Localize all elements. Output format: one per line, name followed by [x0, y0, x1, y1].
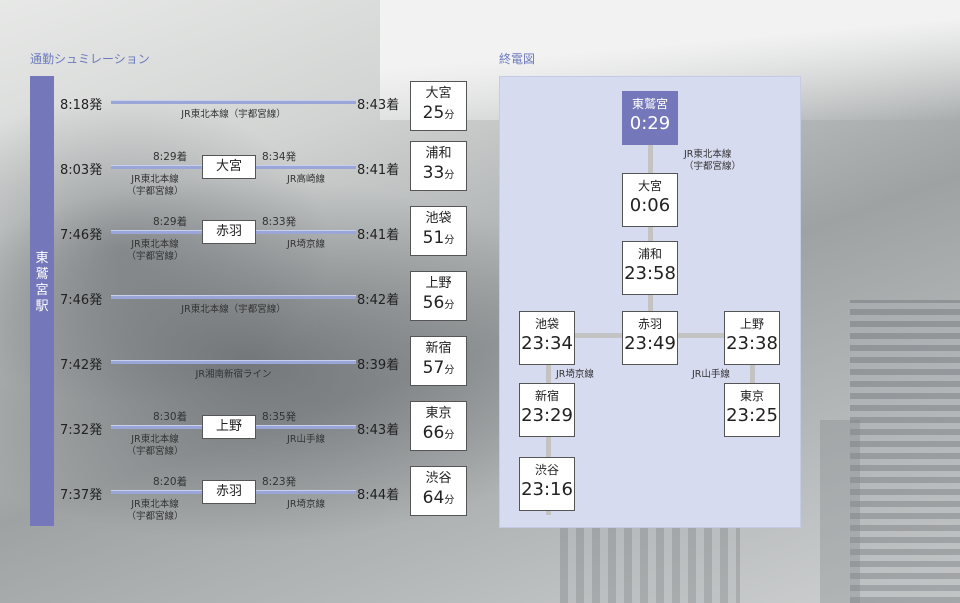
arrival-time: 8:43着 [357, 423, 400, 438]
transfer-departure-time: 8:33発 [262, 216, 297, 228]
route-line [256, 490, 356, 494]
route-row: 8:18発 JR東北本線（宇都宮線） 8:43着 大宮 25分 [0, 76, 480, 136]
travel-minutes: 66分 [422, 423, 455, 443]
destination-name: 大宮 [425, 86, 452, 101]
station-omiya: 大宮 0:06 [622, 173, 678, 227]
last-train-map: 東鷲宮 0:29 大宮 0:06 浦和 23:58 赤羽 23:49 池袋 23… [499, 76, 801, 528]
map-line-label-tohoku: JR東北本線（宇都宮線） [684, 149, 742, 172]
transfer-departure-time: 8:35発 [262, 411, 297, 423]
line-name: JR東北本線（宇都宮線） [181, 304, 286, 315]
map-line-label-yamanote: JR山手線 [692, 369, 730, 380]
route-row: 7:46発 8:29着 JR東北本線（宇都宮線） 赤羽 8:33発 JR埼京線 … [0, 206, 480, 266]
travel-minutes: 51分 [422, 228, 455, 248]
origin-station-label: 東鷲宮駅 [35, 251, 49, 314]
departure-time: 7:46発 [60, 228, 103, 243]
destination-name: 上野 [425, 276, 452, 291]
departure-time: 8:03発 [60, 163, 103, 178]
line-name: JR湘南新宿ライン [195, 369, 272, 380]
line-name: JR東北本線（宇都宮線） [126, 174, 184, 197]
transfer-departure-time: 8:23発 [262, 476, 297, 488]
station-akabane: 赤羽 23:49 [622, 311, 678, 365]
line-name: JR高崎線 [287, 174, 325, 185]
route-line [256, 165, 356, 169]
destination-name: 渋谷 [425, 471, 452, 486]
line-name: JR山手線 [287, 434, 325, 445]
arrival-time: 8:41着 [357, 228, 400, 243]
arrival-time: 8:44着 [357, 488, 400, 503]
route-line [111, 295, 356, 299]
route-line [256, 230, 356, 234]
line-name: JR埼京線 [287, 239, 325, 250]
transfer-station: 上野 [202, 415, 256, 439]
travel-minutes: 64分 [422, 488, 455, 508]
map-connector [648, 145, 653, 321]
destination-box: 渋谷 64分 [410, 466, 467, 516]
destination-box: 東京 66分 [410, 401, 467, 451]
transfer-arrival-time: 8:29着 [153, 216, 188, 228]
route-line [111, 425, 202, 429]
route-line [111, 100, 356, 104]
origin-station-bar: 東鷲宮駅 [30, 76, 54, 526]
line-name: JR東北本線（宇都宮線） [126, 239, 184, 262]
destination-name: 浦和 [425, 146, 452, 161]
transfer-station: 赤羽 [202, 480, 256, 504]
arrival-time: 8:39着 [357, 358, 400, 373]
transfer-departure-time: 8:34発 [262, 151, 297, 163]
transfer-station: 大宮 [202, 155, 256, 179]
transfer-arrival-time: 8:20着 [153, 476, 188, 488]
route-line [111, 165, 202, 169]
route-line [111, 490, 202, 494]
departure-time: 8:18発 [60, 98, 103, 113]
transfer-arrival-time: 8:29着 [153, 151, 188, 163]
background-building [820, 420, 860, 603]
travel-minutes: 25分 [422, 103, 455, 123]
travel-minutes: 56分 [422, 293, 455, 313]
background-building [850, 300, 960, 603]
destination-name: 池袋 [425, 211, 452, 226]
destination-box: 池袋 51分 [410, 206, 467, 256]
destination-name: 東京 [425, 406, 452, 421]
background-building [560, 520, 740, 603]
line-name: JR埼京線 [287, 499, 325, 510]
departure-time: 7:42発 [60, 358, 103, 373]
destination-box: 新宿 57分 [410, 336, 467, 386]
station-shinjuku: 新宿 23:29 [519, 383, 575, 437]
last-train-section-title: 終電図 [499, 52, 536, 66]
line-name: JR東北本線（宇都宮線） [126, 434, 184, 457]
route-row: 7:37発 8:20着 JR東北本線（宇都宮線） 赤羽 8:23発 JR埼京線 … [0, 466, 480, 526]
travel-minutes: 57分 [422, 358, 455, 378]
route-line [111, 360, 356, 364]
commute-section-title: 通勤シュミレーション [30, 52, 150, 66]
map-connector [546, 365, 551, 515]
station-ueno: 上野 23:38 [724, 311, 780, 365]
line-name: JR東北本線（宇都宮線） [126, 499, 184, 522]
line-name: JR東北本線（宇都宮線） [181, 109, 286, 120]
route-row: 7:42発 JR湘南新宿ライン 8:39着 新宿 57分 [0, 336, 480, 396]
route-line [111, 230, 202, 234]
station-ikebukuro: 池袋 23:34 [519, 311, 575, 365]
route-row: 7:46発 JR東北本線（宇都宮線） 8:42着 上野 56分 [0, 271, 480, 331]
arrival-time: 8:41着 [357, 163, 400, 178]
departure-time: 7:37発 [60, 488, 103, 503]
route-row: 7:32発 8:30着 JR東北本線（宇都宮線） 上野 8:35発 JR山手線 … [0, 401, 480, 461]
arrival-time: 8:42着 [357, 293, 400, 308]
destination-box: 上野 56分 [410, 271, 467, 321]
map-connector [750, 365, 755, 395]
arrival-time: 8:43着 [357, 98, 400, 113]
destination-name: 新宿 [425, 341, 452, 356]
destination-box: 大宮 25分 [410, 81, 467, 131]
map-line-label-saikyo: JR埼京線 [556, 369, 594, 380]
departure-time: 7:46発 [60, 293, 103, 308]
transfer-arrival-time: 8:30着 [153, 411, 188, 423]
route-line [256, 425, 356, 429]
departure-time: 7:32発 [60, 423, 103, 438]
transfer-station: 赤羽 [202, 220, 256, 244]
destination-box: 浦和 33分 [410, 141, 467, 191]
travel-minutes: 33分 [422, 163, 455, 183]
station-shibuya: 渋谷 23:16 [519, 457, 575, 511]
station-urawa: 浦和 23:58 [622, 241, 678, 295]
station-tokyo: 東京 23:25 [724, 383, 780, 437]
route-row: 8:03発 8:29着 JR東北本線（宇都宮線） 大宮 8:34発 JR高崎線 … [0, 141, 480, 201]
station-higashiwashinomiya: 東鷲宮 0:29 [622, 91, 678, 145]
